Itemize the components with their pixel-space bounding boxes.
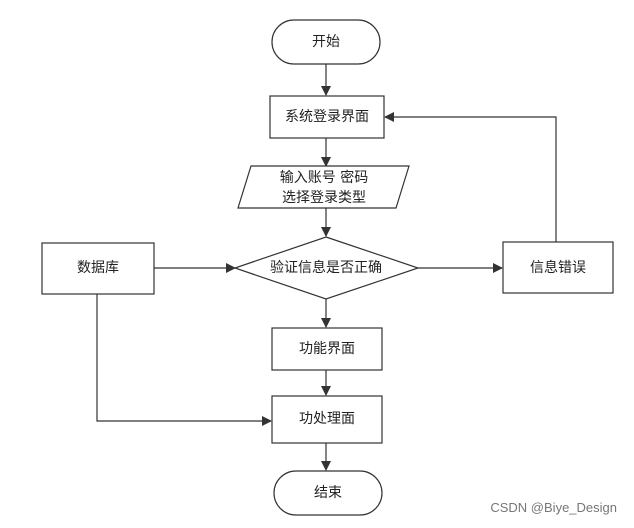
verify-decision-node: 验证信息是否正确	[233, 236, 420, 300]
error-node: 信息错误	[502, 241, 614, 294]
error-label: 信息错误	[530, 259, 586, 276]
verify-label: 验证信息是否正确	[270, 259, 382, 276]
arrow-database-to-process	[96, 294, 272, 426]
end-node: 结束	[273, 470, 383, 516]
input-label-line1: 输入账号 密码	[280, 169, 368, 186]
database-node: 数据库	[41, 242, 155, 295]
login-screen-node: 系统登录界面	[269, 95, 385, 139]
process-screen-label: 功处理面	[299, 411, 355, 427]
start-label: 开始	[312, 34, 340, 50]
start-node: 开始	[271, 19, 381, 65]
connectors	[96, 64, 557, 471]
watermark: CSDN @Biye_Design	[490, 500, 617, 515]
input-node: 输入账号 密码 选择登录类型	[237, 165, 410, 209]
arrow-error-to-login	[384, 112, 557, 242]
end-label: 结束	[314, 485, 342, 501]
input-label-line2: 选择登录类型	[282, 190, 366, 206]
process-screen-node: 功处理面	[271, 395, 383, 444]
database-label: 数据库	[77, 260, 119, 276]
function-screen-label: 功能界面	[299, 341, 355, 357]
function-screen-node: 功能界面	[271, 327, 383, 371]
login-screen-label: 系统登录界面	[285, 109, 369, 125]
